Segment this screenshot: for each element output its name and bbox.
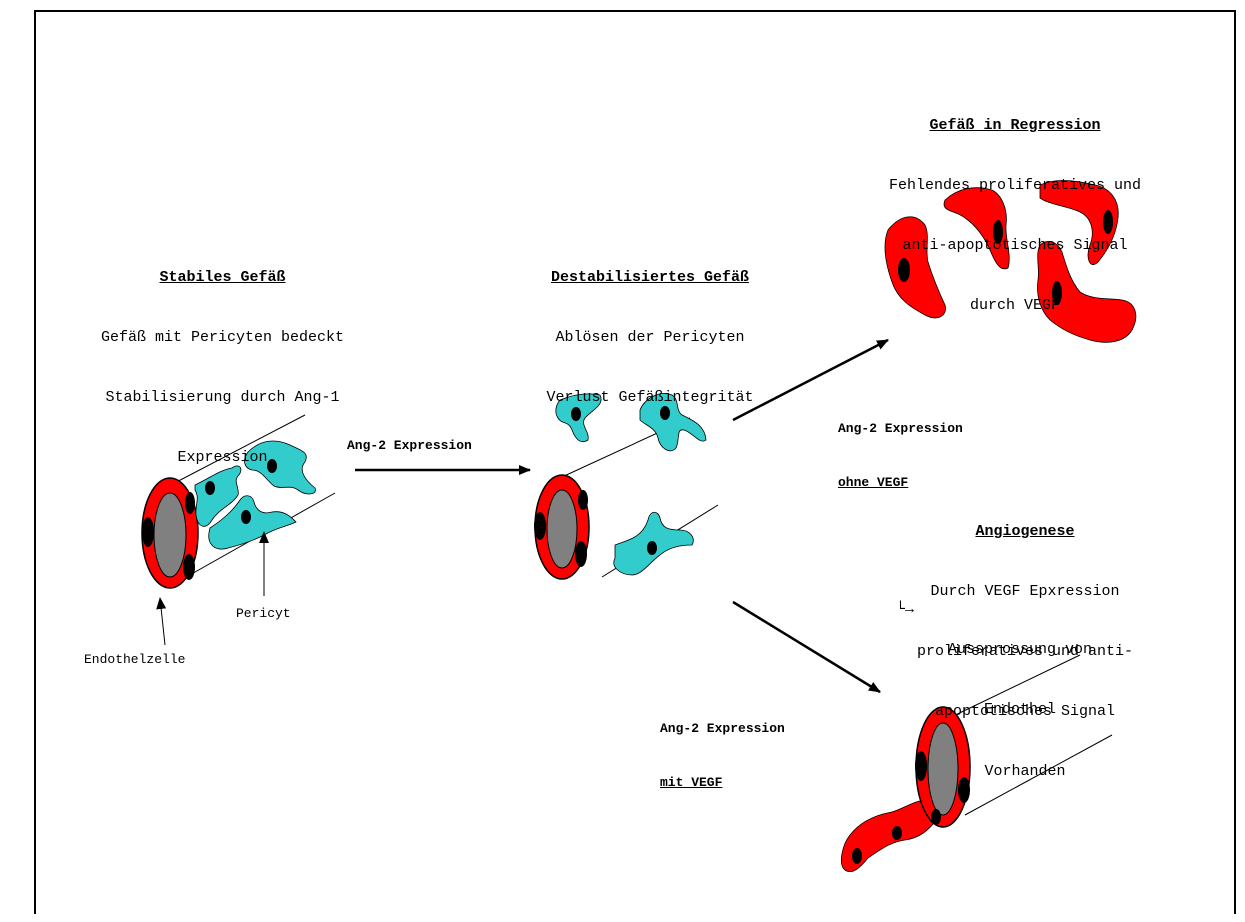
arrow-label-ang2-with-vegf: Ang-2 Expression mit VEGF [660,684,785,810]
endothelial-fragment [884,216,946,319]
endothelial-fragment [1039,180,1119,265]
destabilized-vessel [534,393,719,580]
destabilized-vessel-line: Ablösen der Pericyten [555,329,745,346]
angiogenesis-line: Durch VEGF Epxression [930,583,1120,600]
sprout-caption: Aussprossung von Endothel [920,600,1120,740]
destabilized-lumen [546,489,578,569]
angiogenesis-vessel [840,654,1113,873]
endothelial-nucleus [993,220,1003,244]
pericyte-nucleus [571,407,581,421]
pericyte-nucleus [660,406,670,420]
angiogenesis-line: apoptotisches Signal [934,703,1116,720]
angiogenesis-caption: Angiogenese Durch VEGF Epxression prolif… [845,482,1205,802]
arrow-label-ang2: Ang-2 Expression [347,438,472,453]
stable-vessel-line: Stabilisierung durch Ang-1 [105,389,340,406]
label-pericyt: Pericyt [236,606,291,621]
angiogenesis-line: Vorhanden [984,763,1066,780]
angio-vessel-top-edge [944,654,1081,721]
destabilized-vessel-line: Verlust Gefäßintegrität [546,389,754,406]
pericyte [208,495,297,550]
stable-lumen [153,492,187,578]
endothelial-fragment [1037,241,1137,343]
arrow-ang2-no-vegf [732,338,889,422]
angiogenesis-title: Angiogenese [975,523,1075,540]
destabilized-endothelial-nucleus [578,490,588,510]
arrow-label-ang2-no-vegf-line1: Ang-2 Expression [838,421,963,436]
pericyte-nucleus [205,481,215,495]
endothelial-nucleus [898,258,910,282]
arrow-label-ang2-with-vegf-line2: mit VEGF [660,775,723,790]
arrow-label-ang2-with-vegf-line1: Ang-2 Expression [660,721,785,736]
pericyte [194,465,242,527]
angio-endothelial-nucleus [931,809,941,825]
angio-endothelial-nucleus [958,777,970,803]
regression-line: durch VEGF [969,297,1060,314]
endothelzelle-pointer [156,597,167,646]
sprout-nucleus [892,826,902,840]
angiogenesis-line: proliferatives und anti- [916,643,1134,660]
arrow-label-ang2-no-vegf-line2: ohne VEGF [838,475,909,490]
regression-title: Gefäß in Regression [929,117,1101,134]
detached-pericyte [639,393,707,452]
diagram-frame [34,10,1236,914]
sprout-arrow-icon: └→ [896,601,915,618]
label-endothelzelle: Endothelzelle [84,652,186,667]
arrow-label-ang2-no-vegf: Ang-2 Expression ohne VEGF [838,384,963,510]
destabilized-endothelial-nucleus [575,541,587,567]
stable-vessel-caption: Stabiles Gefäß Gefäß mit Pericyten bedec… [50,228,395,488]
destabilized-vessel-caption: Destabilisiertes Gefäß Ablösen der Peric… [490,228,810,428]
stable-vessel-line: Expression [177,449,268,466]
sprouting-endothelium [840,799,939,873]
stable-endothelial-nucleus [185,492,195,514]
regression-line: anti-apoptotisches Signal [902,237,1128,254]
stable-endothelial-nucleus [142,517,154,547]
stable-endothelial-nucleus [183,554,195,580]
pericyte-nucleus [241,510,251,524]
sprout-line: Aussprossung von [947,641,1093,658]
sprout-nucleus [852,848,862,864]
pericyte-nucleus [267,459,277,473]
sprout-line: Endothel [983,701,1056,718]
endothelial-nucleus [1103,210,1113,234]
destabilized-endothelial-nucleus [534,512,546,540]
stable-vessel-top-edge [164,414,306,489]
stable-vessel-line: Gefäß mit Pericyten bedeckt [100,329,345,346]
regression-line: Fehlendes proliferatives und [888,177,1142,194]
destabilized-vessel-title: Destabilisiertes Gefäß [550,269,750,286]
endothelial-fragment [943,187,1010,270]
pericyte [244,440,316,495]
angio-vessel-bottom-edge [964,734,1113,816]
angio-endothelial-nucleus [915,751,927,781]
arrow-ang2-with-vegf [732,600,881,694]
stable-vessel-title: Stabiles Gefäß [159,269,286,286]
angio-lumen [927,722,959,816]
stable-vessel [141,414,336,646]
regression-caption: Gefäß in Regression Fehlendes proliferat… [830,76,1200,336]
pericyte-nucleus [647,541,657,555]
regression-vessel [884,180,1137,343]
endothelial-nucleus [1052,281,1062,305]
